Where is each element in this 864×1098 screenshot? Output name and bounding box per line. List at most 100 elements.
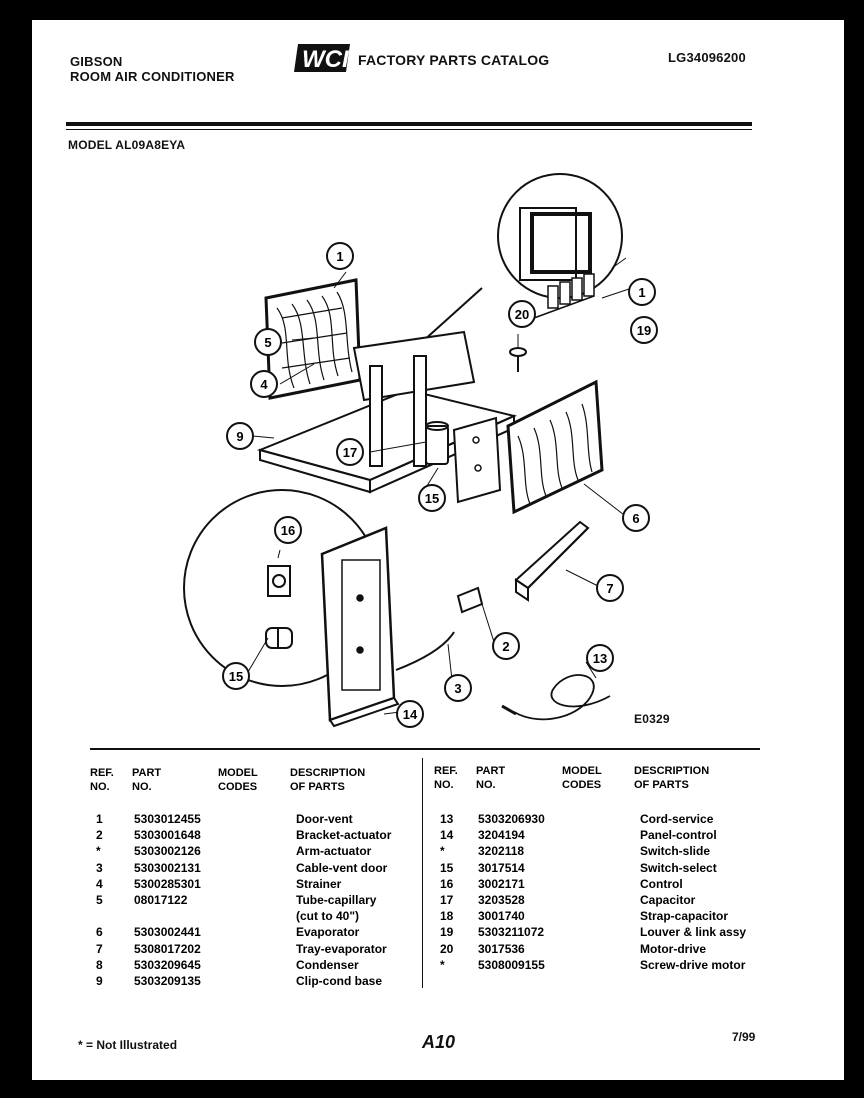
cell-ref: * (440, 957, 445, 972)
callout-20: 20 (508, 300, 536, 328)
callout-15b: 15 (222, 662, 250, 690)
callout-15a: 15 (418, 484, 446, 512)
cell-desc: (cut to 40") (296, 909, 360, 924)
cell-desc: Switch-slide (640, 844, 711, 859)
cell-part: 5303209135 (134, 974, 201, 988)
cell-desc: Strainer (296, 876, 342, 891)
cell-desc: Louver & link assy (640, 925, 747, 940)
cell-desc: Strap-capacitor (640, 909, 729, 924)
svg-text:3: 3 (454, 681, 461, 696)
svg-text:20: 20 (515, 307, 529, 322)
cell-desc: Tray-evaporator (296, 941, 387, 956)
cell-desc: Motor-drive (640, 941, 706, 956)
cell-desc: Bracket-actuator (296, 828, 392, 843)
cell-desc: Clip-cond base (296, 974, 383, 988)
catalog-page: GIBSON ROOM AIR CONDITIONER WCI FACTORY … (32, 20, 844, 1080)
cell-part: 5303209645 (134, 957, 201, 972)
svg-text:2: 2 (502, 639, 509, 654)
table-divider (422, 758, 423, 988)
cell-ref: 15 (440, 860, 454, 875)
cell-ref: 9 (96, 974, 103, 988)
svg-text:7: 7 (606, 581, 613, 596)
cell-ref: * (96, 844, 101, 859)
cell-desc: Evaporator (296, 925, 360, 940)
product-name: ROOM AIR CONDITIONER (70, 69, 235, 84)
cell-ref: 8 (96, 957, 103, 972)
cell-part: 3203528 (478, 893, 525, 907)
header-rule-thin (66, 129, 752, 130)
cell-part: 3017514 (478, 860, 525, 875)
callout-3: 3 (444, 674, 472, 702)
cell-part: 5308017202 (134, 941, 201, 956)
cell-ref: 5 (96, 893, 103, 907)
callout-8: 1 (326, 242, 354, 270)
cell-ref: 1 (96, 812, 103, 826)
callout-6: 6 (622, 504, 650, 532)
revision-date: 7/99 (732, 1030, 756, 1044)
header-ref-no: REF.NO. (90, 767, 114, 793)
cell-desc: Condenser (296, 957, 359, 972)
callout-9: 9 (226, 422, 254, 450)
cell-ref: 18 (440, 909, 454, 924)
callout-4: 4 (250, 370, 278, 398)
cell-ref: 13 (440, 812, 454, 826)
callout-16: 16 (274, 516, 302, 544)
catalog-code: LG34096200 (668, 50, 746, 65)
cell-ref: 3 (96, 860, 103, 875)
callout-2: 2 (492, 632, 520, 660)
callout-13: 13 (586, 644, 614, 672)
cell-part: 3204194 (478, 828, 525, 843)
svg-text:1: 1 (336, 249, 343, 264)
cell-part: 5303211072 (478, 925, 545, 940)
cell-desc: Arm-actuator (296, 844, 372, 859)
svg-text:13: 13 (593, 651, 607, 666)
cell-part: 5308009155 (478, 957, 545, 972)
cell-ref: 7 (96, 941, 103, 956)
svg-text:4: 4 (260, 377, 268, 392)
svg-text:15: 15 (425, 491, 439, 506)
cell-part: 5303002126 (134, 844, 201, 859)
cell-part: 3001740 (478, 909, 525, 924)
cell-part: 5303012455 (134, 812, 201, 826)
cell-desc: Tube-capillary (296, 893, 377, 907)
header-ref-no-right: REF.NO. (434, 765, 458, 791)
cell-part: 5303002441 (134, 925, 201, 940)
cell-ref: * (440, 844, 445, 859)
logo-text: WCI (302, 46, 350, 73)
cell-part: 5300285301 (134, 876, 201, 891)
callout-markers: 1 1 5 4 20 19 9 17 15 6 16 7 2 13 15 3 1… (222, 242, 658, 728)
callout-19: 19 (630, 316, 658, 344)
catalog-title: FACTORY PARTS CATALOG (358, 52, 550, 68)
figure-code: E0329 (634, 712, 670, 726)
svg-text:16: 16 (281, 523, 295, 538)
cell-desc: Capacitor (640, 893, 696, 907)
svg-text:5: 5 (264, 335, 271, 350)
cell-desc: Panel-control (640, 828, 717, 843)
cell-ref: 6 (96, 925, 103, 940)
callout-5: 5 (254, 328, 282, 356)
cell-ref: 19 (440, 925, 454, 940)
cell-desc: Cable-vent door (296, 860, 388, 875)
cell-ref: 2 (96, 828, 103, 843)
page-number: A10 (422, 1032, 456, 1052)
svg-text:17: 17 (343, 445, 357, 460)
cell-part: 5303002131 (134, 860, 201, 875)
callout-17: 17 (336, 438, 364, 466)
svg-text:19: 19 (637, 323, 651, 338)
cell-ref: 16 (440, 876, 454, 891)
callout-7: 7 (596, 574, 624, 602)
cell-desc: Switch-select (640, 860, 717, 875)
table-top-rule (90, 748, 760, 750)
not-illustrated-note: * = Not Illustrated (78, 1038, 178, 1052)
callout-14: 14 (396, 700, 424, 728)
model-label: MODEL AL09A8EYA (68, 138, 186, 152)
cell-part: 5303001648 (134, 828, 201, 843)
cell-part: 3202118 (478, 844, 525, 859)
cell-ref: 20 (440, 941, 454, 956)
svg-text:6: 6 (632, 511, 639, 526)
svg-text:1: 1 (638, 285, 645, 300)
